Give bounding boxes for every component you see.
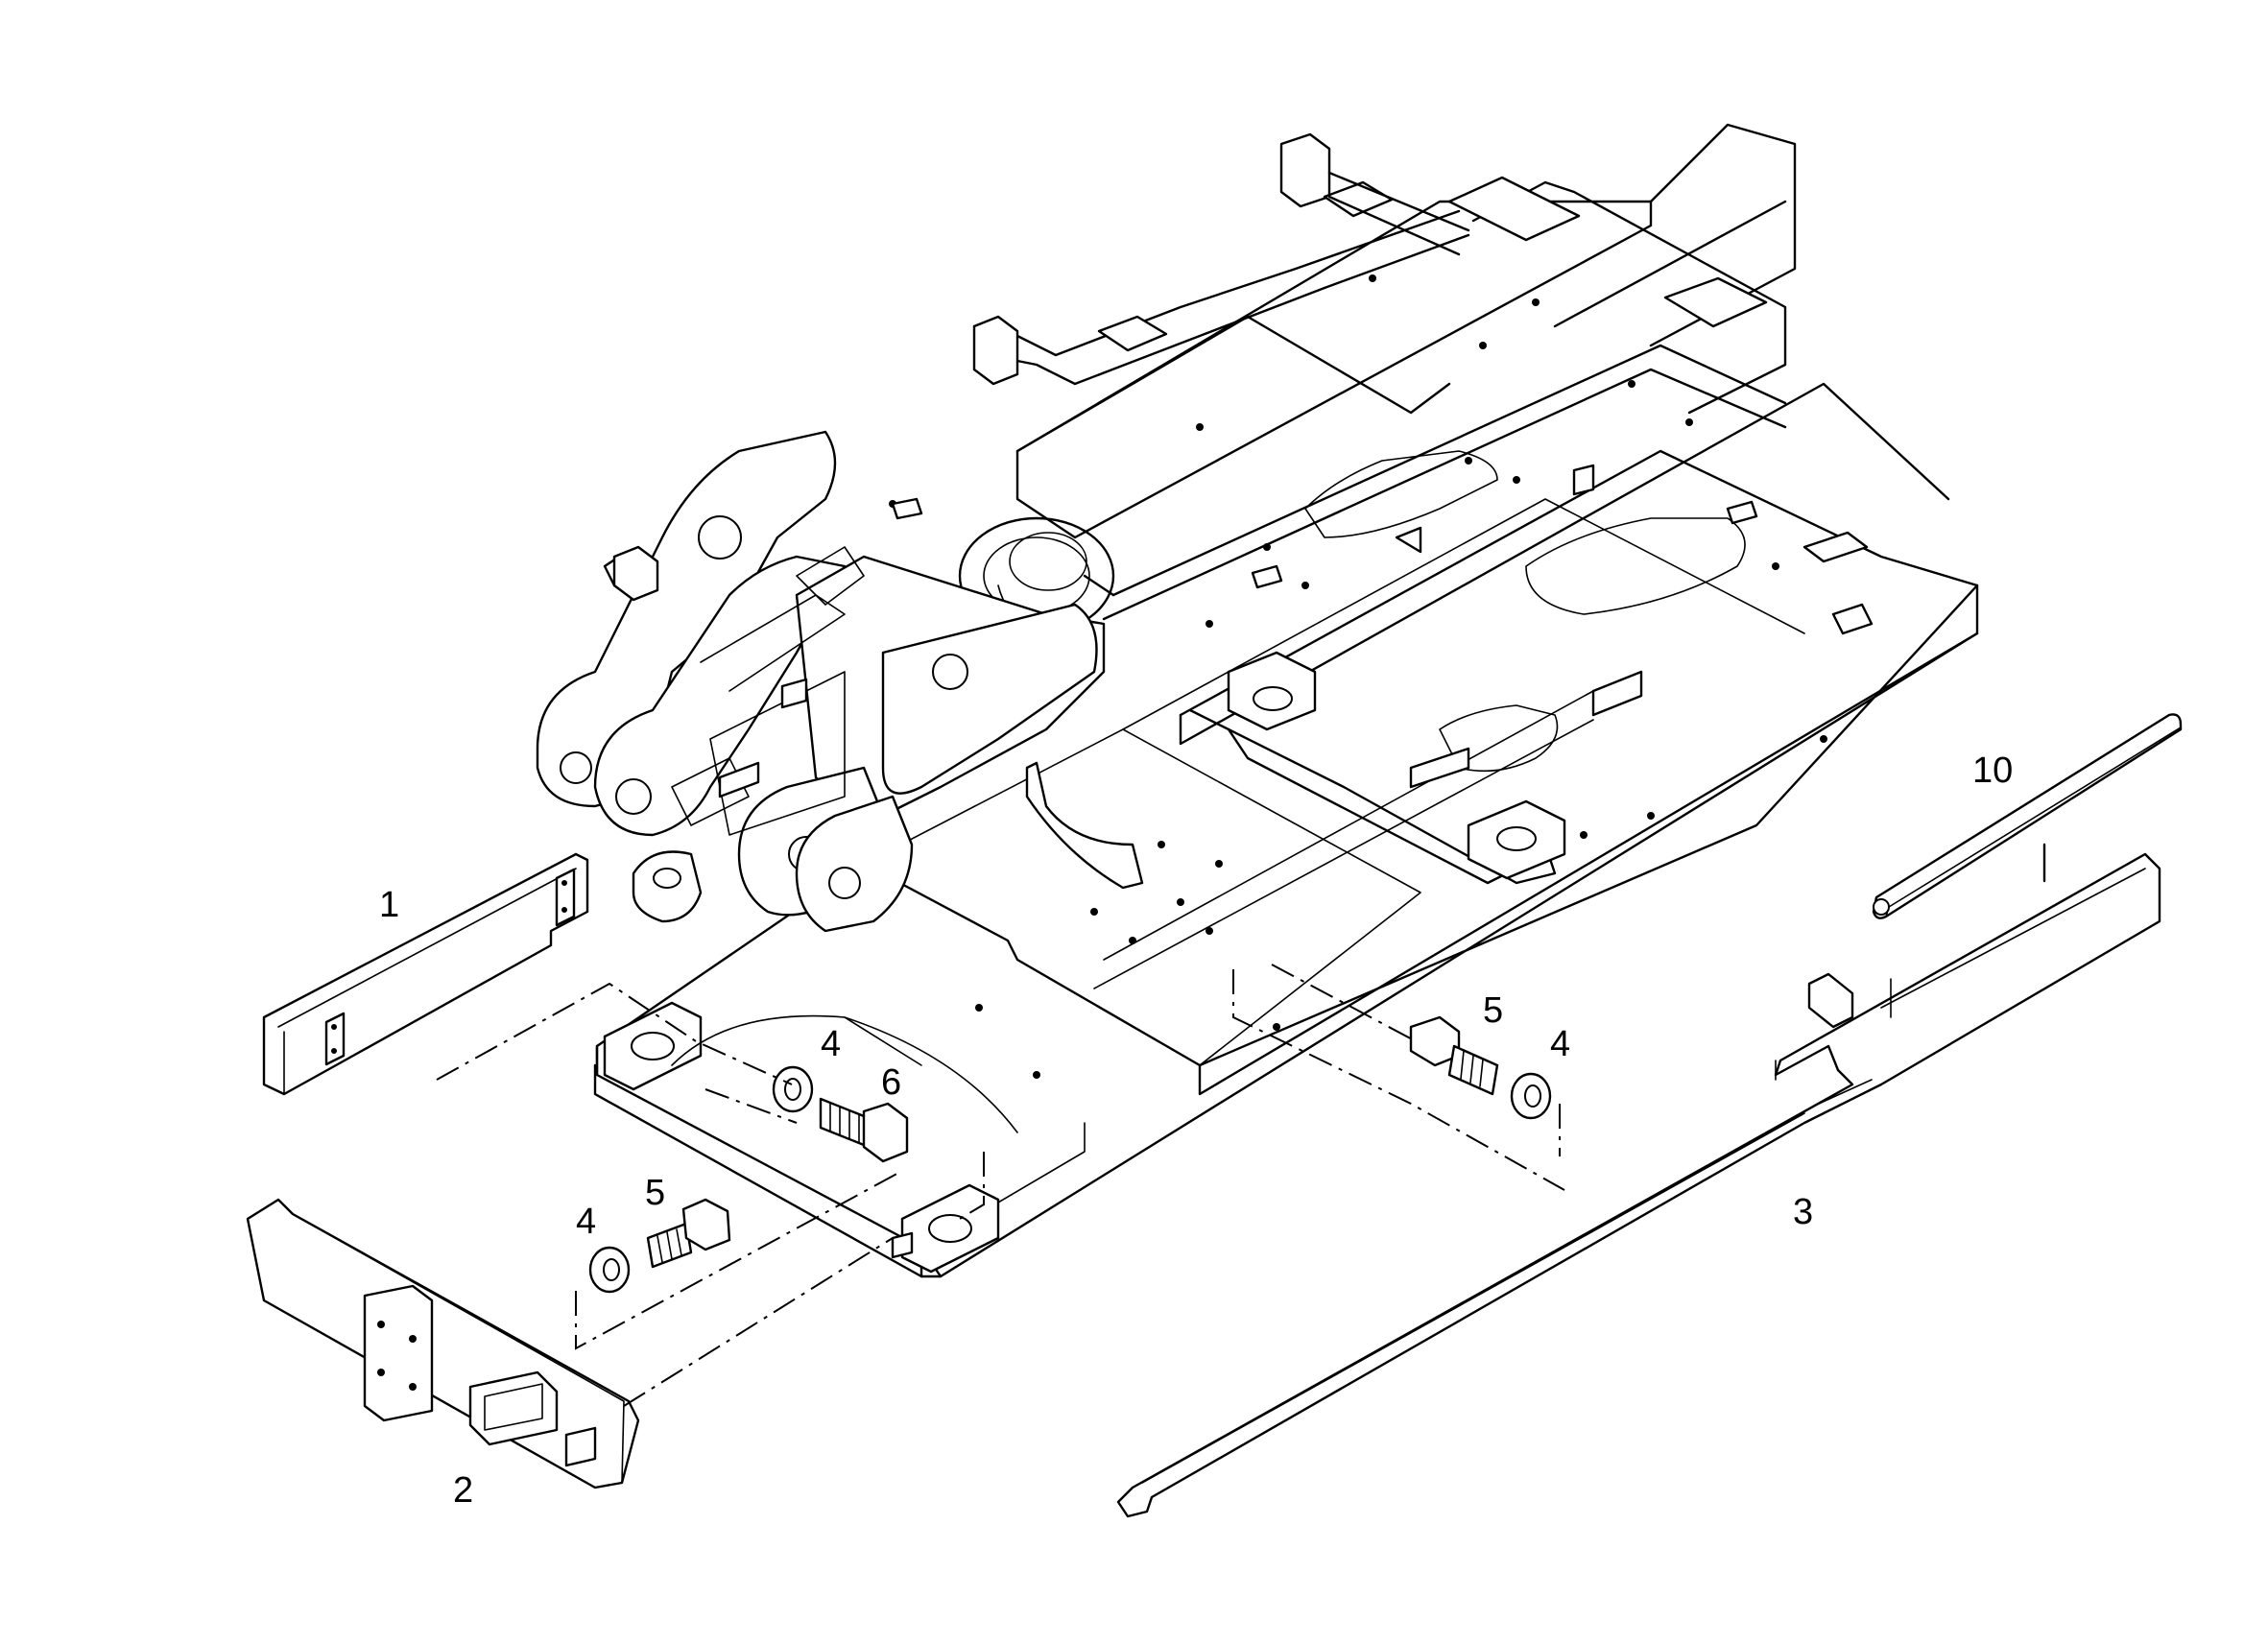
callout-5-right: 5	[1483, 990, 1503, 1031]
callout-4-lower: 4	[576, 1202, 596, 1242]
main-frame	[536, 123, 1979, 1278]
callout-6: 6	[881, 1062, 901, 1103]
callout-4-upper: 4	[821, 1024, 841, 1064]
washer-lower-left	[588, 1246, 631, 1294]
part-3-side-rail	[1116, 852, 2161, 1518]
callout-labels: 1 2 3 4 4 4 5 5 6 10	[379, 751, 2013, 1511]
washer-right	[1510, 1072, 1552, 1120]
callout-4-right: 4	[1550, 1024, 1570, 1064]
part-2-front-weight	[246, 1198, 640, 1489]
callout-10: 10	[1972, 751, 2013, 791]
washer-upper-left	[772, 1065, 814, 1113]
callout-2: 2	[453, 1470, 473, 1511]
callout-1: 1	[379, 885, 399, 925]
front-cross-member	[593, 1001, 1018, 1278]
bolt-part-5-lower	[646, 1198, 731, 1269]
callout-5-lower: 5	[645, 1173, 665, 1213]
assembly-lines	[436, 964, 1565, 1407]
part-1-side-cover	[262, 852, 589, 1096]
part-10-seal-strip	[1872, 713, 2183, 919]
callout-3: 3	[1793, 1192, 1813, 1232]
bolt-part-6	[819, 1097, 909, 1163]
bolt-part-5-right	[1409, 1015, 1499, 1096]
